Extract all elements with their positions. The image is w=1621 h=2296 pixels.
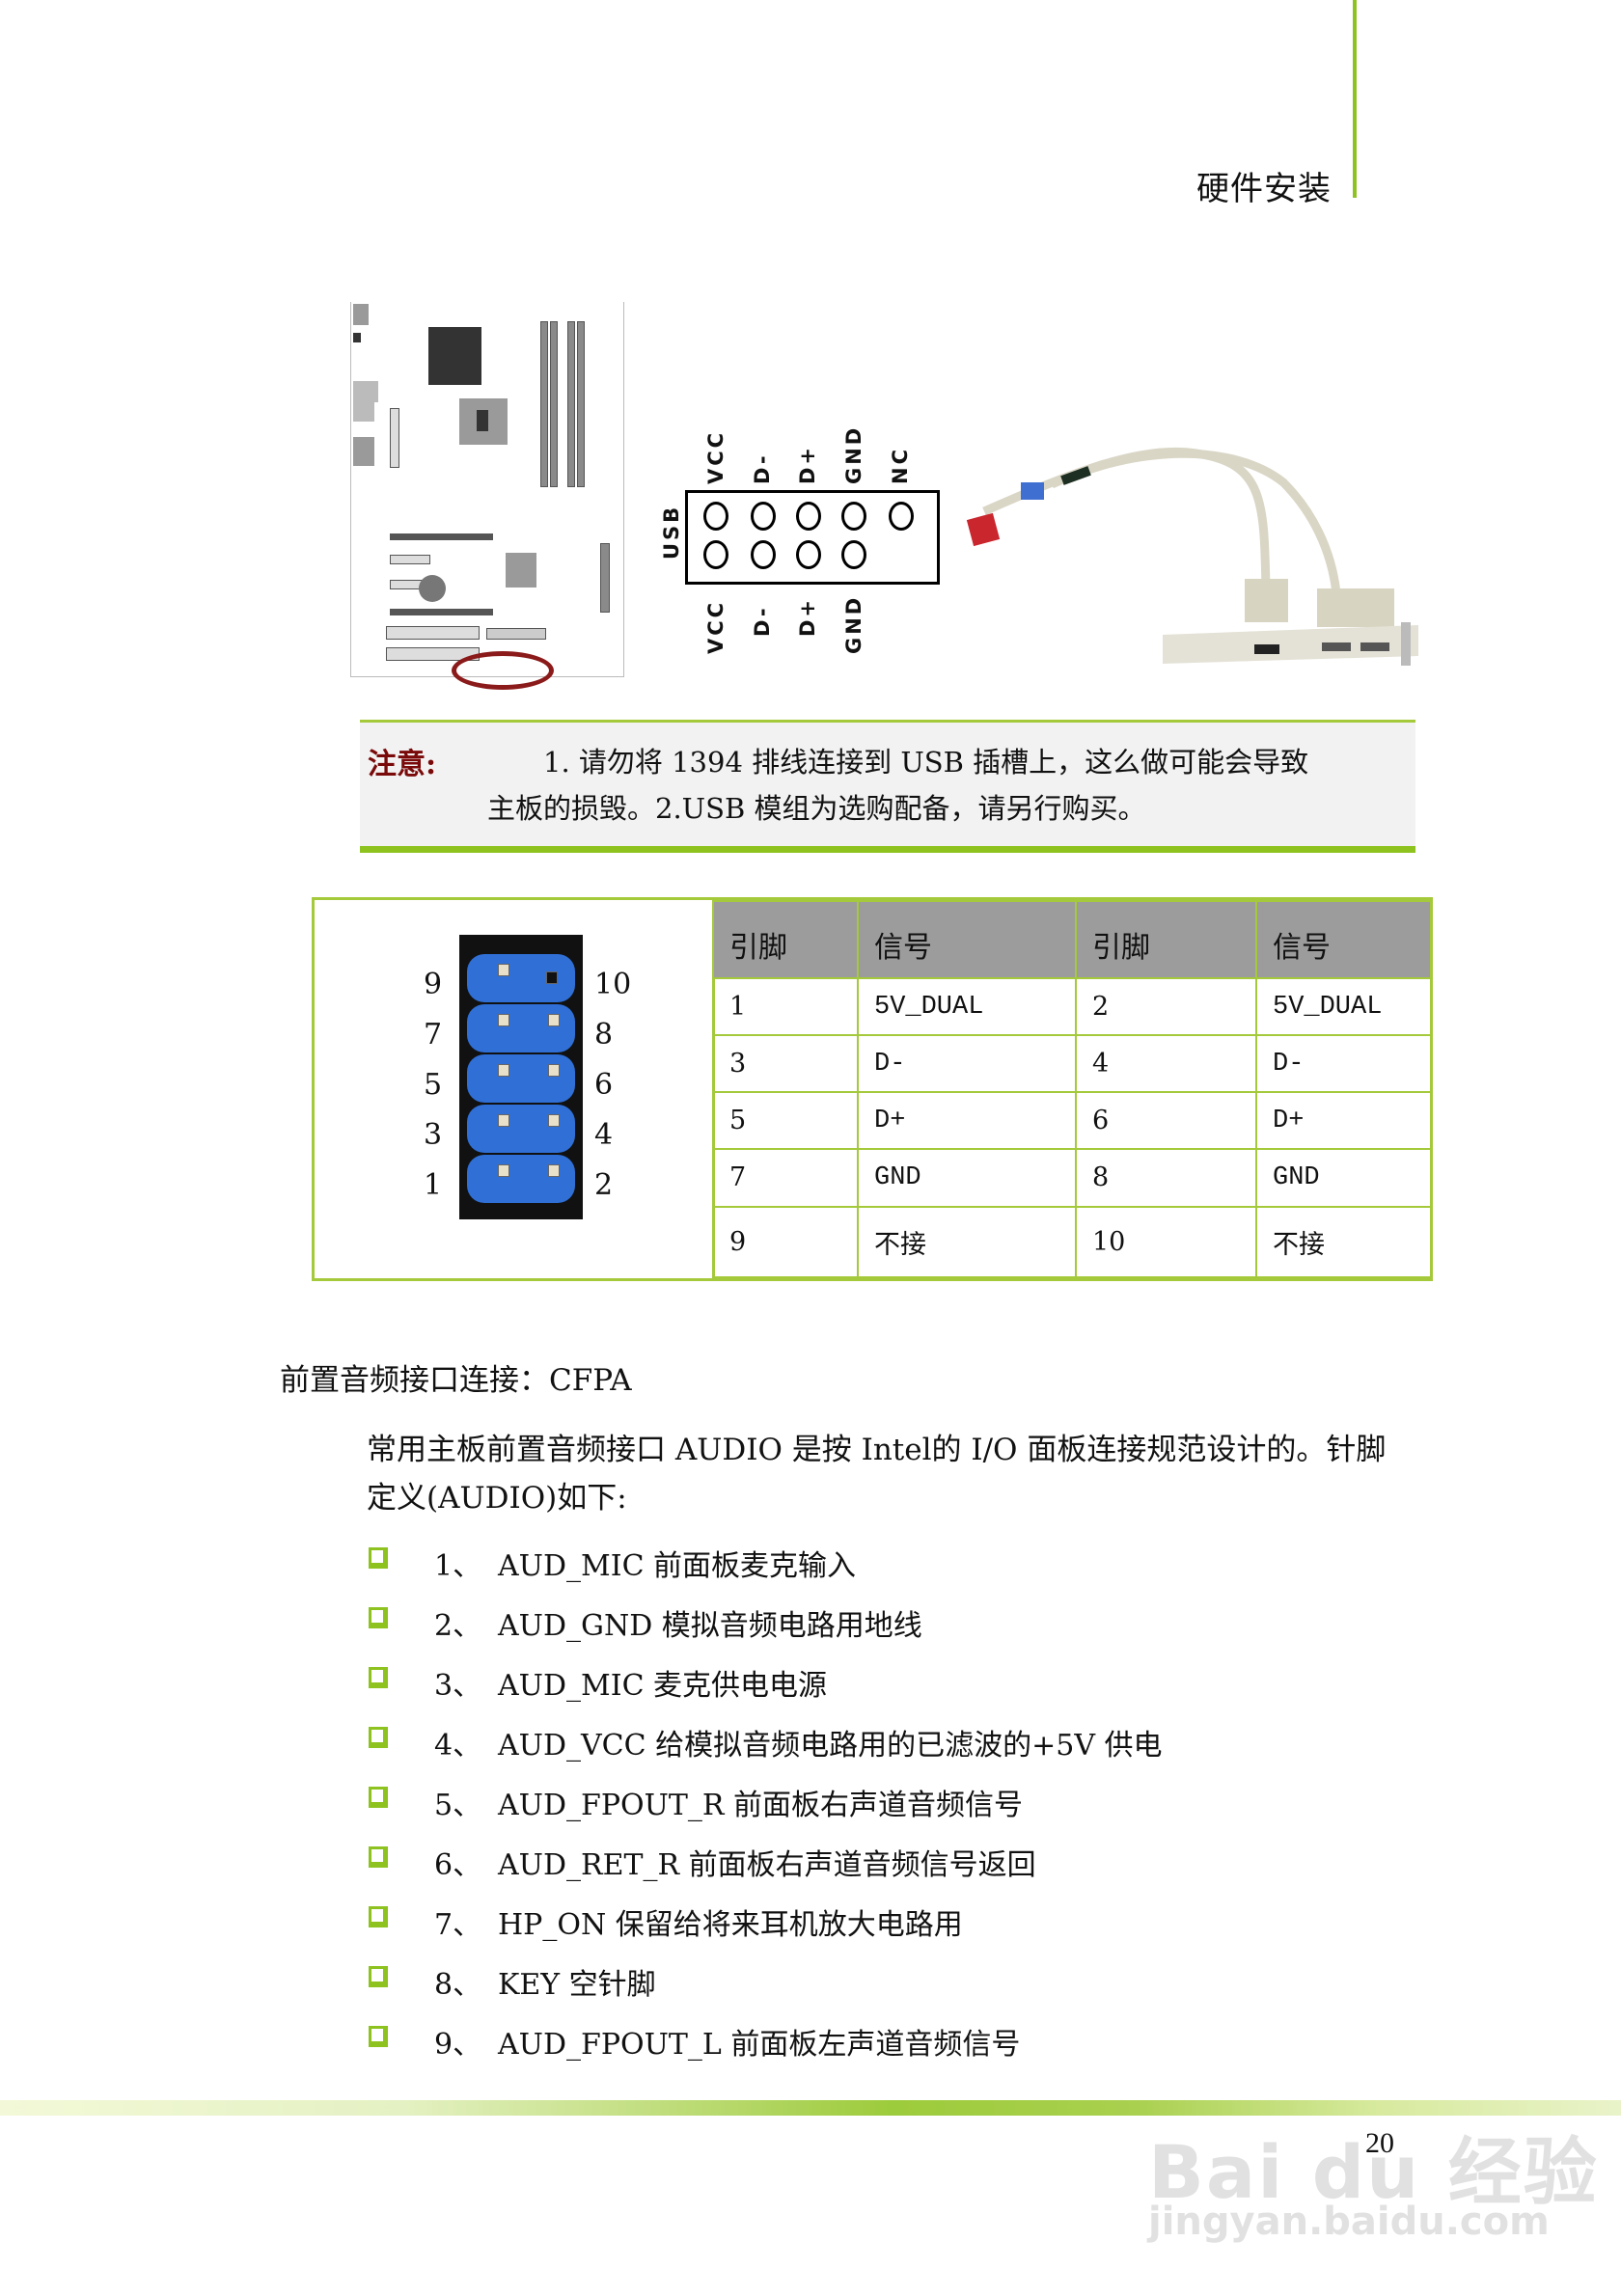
table-row: 7 GND 8 GND: [712, 1148, 1432, 1208]
pin-signal-grid: 引脚 信号 引脚 信号 1 5V_DUAL 2 5V_DUAL 3 D- 4 D…: [712, 900, 1432, 1278]
signal-cell: 5V_DUAL: [857, 976, 1077, 1037]
column-header: 引脚: [1075, 900, 1257, 979]
usb-connector-label: USB: [660, 504, 683, 560]
pin-cell: 7: [712, 1148, 859, 1208]
column-header: 信号: [857, 900, 1077, 979]
usb-bottom-label: D-: [751, 605, 774, 637]
audio-section-title: 前置音频接口连接：CFPA: [280, 1363, 632, 1398]
pin-number-left: 1: [424, 1168, 443, 1202]
pin-cell: 10: [1075, 1205, 1257, 1278]
pin-number-right: 8: [594, 1018, 614, 1052]
signal-cell: GND: [1255, 1148, 1432, 1208]
watermark-url: jingyan.baidu.com: [1148, 2200, 1550, 2244]
table-header-row: 引脚 信号 引脚 信号: [712, 900, 1432, 979]
pin-cell: 6: [1075, 1091, 1257, 1151]
usb-top-label: NC: [889, 447, 912, 484]
usb-top-label: D-: [751, 452, 774, 484]
motherboard-layout-image: [350, 302, 624, 690]
column-header: 信号: [1255, 900, 1432, 979]
checkbox-bullet-icon: [369, 1547, 388, 1569]
pin-cell: 2: [1075, 976, 1257, 1037]
checkbox-bullet-icon: [369, 1966, 388, 1987]
checkbox-bullet-icon: [369, 2026, 388, 2047]
pin-number-right: 10: [594, 968, 632, 1001]
signal-cell: D+: [857, 1091, 1077, 1151]
usb-bottom-label: VCC: [704, 599, 728, 654]
usb-header-photo: [459, 935, 583, 1219]
audio-intro-line-2: 定义(AUDIO)如下:: [367, 1481, 627, 1516]
pin-cell: 8: [1075, 1148, 1257, 1208]
audio-intro-paragraph: 常用主板前置音频接口 AUDIO 是按 Intel的 I/O 面板连接规范设计的…: [367, 1426, 1418, 1522]
pin-number-left: 7: [424, 1018, 443, 1052]
audio-intro-line-1: 常用主板前置音频接口 AUDIO 是按 Intel的 I/O 面板连接规范设计的…: [367, 1433, 1387, 1467]
pin-number-right: 4: [594, 1118, 614, 1152]
signal-cell: 5V_DUAL: [1255, 976, 1432, 1037]
pin-cell: 3: [712, 1034, 859, 1094]
checkbox-bullet-icon: [369, 1906, 388, 1927]
usb-top-label: GND: [842, 424, 865, 484]
usb-pin-table: 9 7 5 3 1 10 8 6 4 2 引脚 信号 引脚: [312, 897, 1433, 1281]
table-row: 5 D+ 6 D+: [712, 1091, 1432, 1151]
signal-cell: 不接: [857, 1205, 1077, 1278]
table-row: 9 不接 10 不接: [712, 1205, 1432, 1278]
checkbox-bullet-icon: [369, 1846, 388, 1868]
caution-label: 注意:: [368, 748, 437, 781]
signal-cell: GND: [857, 1148, 1077, 1208]
column-header: 引脚: [712, 900, 859, 979]
usb-header-photo-cell: 9 7 5 3 1 10 8 6 4 2: [315, 900, 715, 1278]
pin-cell: 5: [712, 1091, 859, 1151]
caution-note: 注意: 1. 请勿将 1394 排线连接到 USB 插槽上，这么做可能会导致 主…: [360, 720, 1415, 853]
pin-cell: 4: [1075, 1034, 1257, 1094]
header-accent-line: [1353, 0, 1357, 198]
usb-pin-diagram: USB VCC D- D+ GND NC VCC D- D+ GND: [646, 415, 946, 656]
table-row: 3 D- 4 D-: [712, 1034, 1432, 1094]
pin-number-right: 2: [594, 1168, 614, 1202]
pin-number-right: 6: [594, 1068, 614, 1102]
table-row: 1 5V_DUAL 2 5V_DUAL: [712, 976, 1432, 1037]
pin-number-left: 5: [424, 1068, 443, 1102]
section-header: 硬件安装: [1196, 170, 1332, 208]
checkbox-bullet-icon: [369, 1787, 388, 1808]
caution-text-line-1: 1. 请勿将 1394 排线连接到 USB 插槽上，这么做可能会导致: [543, 746, 1309, 779]
page-number: 20: [1365, 2127, 1394, 2159]
pin-cell: 9: [712, 1205, 859, 1278]
signal-cell: D+: [1255, 1091, 1432, 1151]
footer-accent-bar: [0, 2100, 1621, 2116]
pin-number-left: 3: [424, 1118, 443, 1152]
checkbox-bullet-icon: [369, 1607, 388, 1628]
caution-text-line-2: 主板的损毁。2.USB 模组为选购配备，请另行购买。: [487, 792, 1146, 825]
highlight-circle: [452, 651, 554, 690]
usb-bracket-cable-image: [966, 447, 1418, 666]
checkbox-bullet-icon: [369, 1727, 388, 1748]
usb-top-label: D+: [796, 444, 819, 484]
usb-bottom-label: D+: [796, 596, 819, 637]
pin-number-left: 9: [424, 968, 443, 1001]
pin-cell: 1: [712, 976, 859, 1037]
usb-bottom-label: GND: [842, 594, 865, 654]
checkbox-bullet-icon: [369, 1667, 388, 1688]
signal-cell: D-: [1255, 1034, 1432, 1094]
watermark-logo-text: Bai du 经验: [1148, 2129, 1599, 2215]
signal-cell: 不接: [1255, 1205, 1432, 1278]
usb-top-label: VCC: [704, 429, 728, 484]
usb-header-outline: [685, 490, 940, 585]
signal-cell: D-: [857, 1034, 1077, 1094]
